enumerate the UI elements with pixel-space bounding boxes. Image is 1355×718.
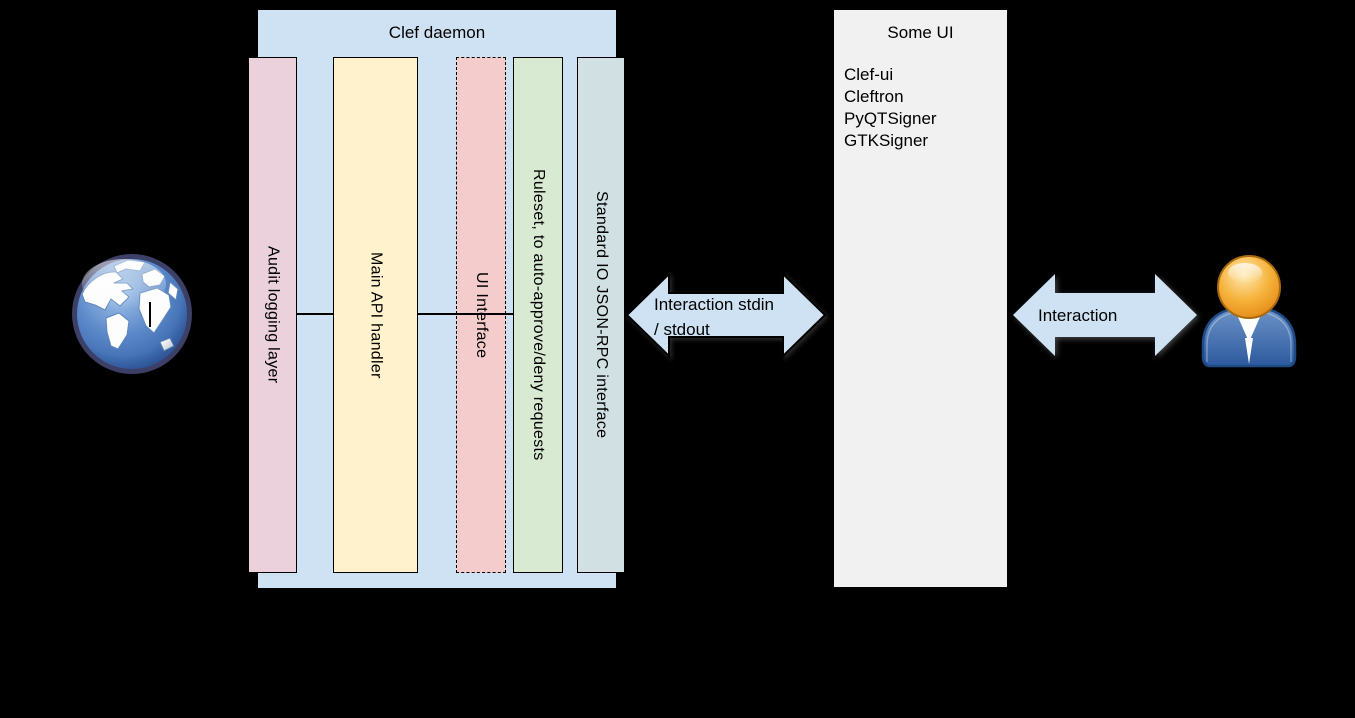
stdin-stdout-arrow xyxy=(626,272,826,358)
ui-implementations-list: Clef-ui Cleftron PyQTSigner GTKSigner xyxy=(844,64,937,152)
interaction-arrow xyxy=(1012,272,1198,358)
list-item-pyqtsigner: PyQTSigner xyxy=(844,109,937,128)
layer-ruleset: Ruleset, to auto-approve/deny requests xyxy=(513,57,563,573)
stdin-stdout-arrow-label: Interaction stdin / stdout xyxy=(654,292,774,342)
list-item-clef-ui: Clef-ui xyxy=(844,65,894,84)
some-ui-title: Some UI xyxy=(887,23,954,42)
globe-marker-line xyxy=(149,302,151,327)
layer-ui-interface-label: UI Interface xyxy=(473,271,490,359)
connector-line-left xyxy=(296,313,334,315)
connector-line-right xyxy=(417,313,514,315)
stdin-stdout-arrow-label-line1: Interaction stdin xyxy=(654,295,775,314)
layer-ui-interface: UI Interface xyxy=(456,57,506,573)
list-item-cleftron: Cleftron xyxy=(844,87,904,106)
clef-daemon-box: Clef daemon xyxy=(257,9,617,589)
layer-audit-logging-label: Audit logging layer xyxy=(264,246,282,384)
layer-stdio-json-rpc-label: Standard IO JSON-RPC interface xyxy=(593,191,610,439)
list-item-gtksigner: GTKSigner xyxy=(844,131,929,150)
interaction-arrow-label: Interaction xyxy=(1038,306,1118,325)
layer-main-api-handler-label: Main API handler xyxy=(367,251,385,379)
user-person-icon xyxy=(1198,250,1300,375)
layer-main-api-handler: Main API handler xyxy=(333,57,418,573)
some-ui-box: Some UI Clef-ui Cleftron PyQTSigner GTKS… xyxy=(833,9,1008,588)
layer-stdio-json-rpc: Standard IO JSON-RPC interface xyxy=(577,57,625,573)
layer-ruleset-label: Ruleset, to auto-approve/deny requests xyxy=(530,169,547,461)
stdin-stdout-arrow-label-line2: / stdout xyxy=(654,320,710,339)
clef-daemon-title: Clef daemon xyxy=(388,23,486,42)
globe-internet-icon xyxy=(70,252,194,381)
layer-audit-logging: Audit logging layer xyxy=(248,57,297,573)
